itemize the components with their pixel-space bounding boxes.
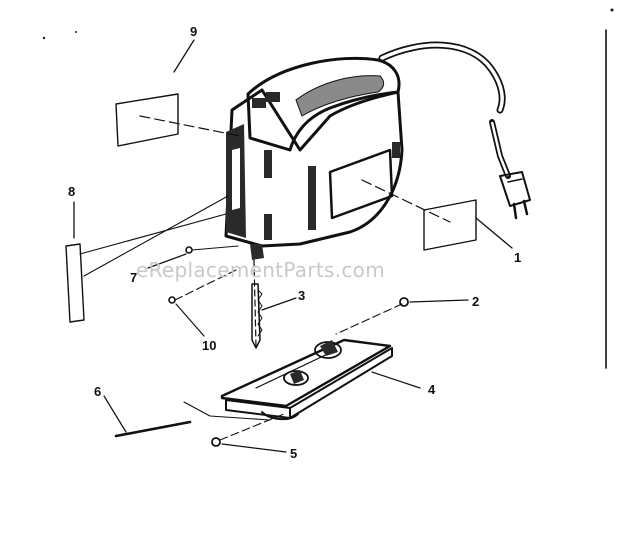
screw-part-7: [147, 245, 239, 269]
callout-9: 9: [190, 24, 197, 39]
screw-part-10: [168, 269, 237, 337]
jig-saw-housing: [224, 41, 531, 260]
callout-2: 2: [472, 294, 479, 309]
screw-part-2: [335, 297, 469, 335]
callout-6: 6: [94, 384, 101, 399]
base-shoe-part-4: [220, 338, 421, 420]
scan-marks: [42, 8, 614, 369]
callout-8: 8: [68, 184, 75, 199]
hex-wrench-part-6: [103, 395, 271, 438]
blade-part-3: [251, 259, 297, 349]
callout-10: 10: [202, 338, 216, 353]
power-plug: [499, 171, 531, 220]
callout-4: 4: [428, 382, 436, 397]
watermark-text: eReplacementParts.com: [136, 258, 385, 282]
screw-part-5: [211, 413, 287, 453]
callout-5: 5: [290, 446, 297, 461]
side-strip-part-8: [65, 195, 229, 323]
callout-3: 3: [298, 288, 305, 303]
label-part-1: [361, 179, 513, 251]
label-part-9: [115, 39, 241, 147]
callout-1: 1: [514, 250, 521, 265]
callout-7: 7: [130, 270, 137, 285]
